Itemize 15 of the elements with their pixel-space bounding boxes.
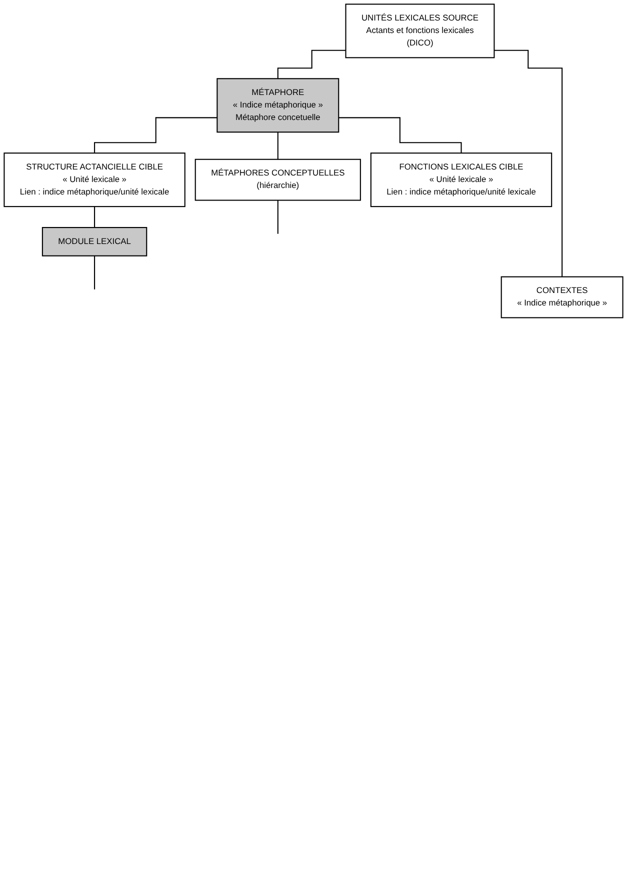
node-box: MODULE LEXICAL: [42, 227, 148, 256]
node-box: MÉTAPHORE « Indice métaphorique » Métaphore concetuelle: [216, 78, 340, 133]
node-box: MÉTAPHORES CONCEPTUELLES (hiérarchie): [194, 158, 361, 201]
connector: [277, 200, 278, 234]
node-box: UNITÉS LEXICALES SOURCE Actants et fonctions lexicales (DICO): [345, 4, 495, 58]
connector: [277, 132, 278, 160]
connector: [94, 255, 96, 290]
connector: [494, 50, 563, 278]
connector: [94, 117, 218, 154]
node-box: STRUCTURE ACTANCIELLE CIBLE « Unité lexicale » Lien : indice métaphorique/unité lexicale: [4, 152, 186, 208]
connector: [277, 50, 346, 80]
connector: [338, 117, 462, 154]
connector: [94, 206, 96, 228]
node-box: CONTEXTES « Indice métaphorique »: [500, 276, 624, 318]
node-box: FONCTIONS LEXICALES CIBLE « Unité lexicale » Lien : indice métaphorique/unité lexicale: [370, 152, 552, 208]
